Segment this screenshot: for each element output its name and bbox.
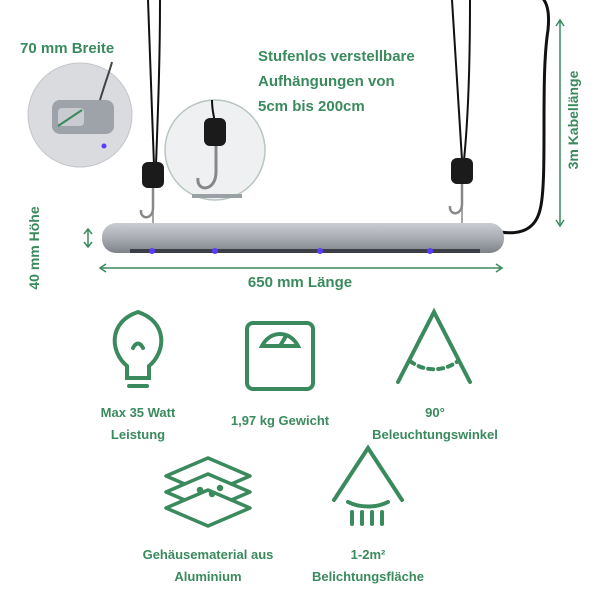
feature-coverage-line-1: 1-2m²: [350, 547, 386, 562]
feature-power-line-1: Max 35 Watt: [100, 405, 176, 420]
feature-weight-line-1: 1,97 kg Gewicht: [230, 413, 330, 428]
feature-power-line-2: Leistung: [110, 427, 166, 442]
ratchet-hanger-right: [448, 158, 473, 224]
scale-icon: [245, 321, 315, 391]
feature-angle-line-2: Beleuchtungswinkel: [372, 427, 498, 442]
feature-coverage-line-2: Belichtungsfläche: [312, 569, 424, 584]
feature-weight: 1,97 kg Gewicht: [210, 410, 350, 432]
feature-power: Max 35 Watt Leistung: [78, 402, 198, 446]
length-label: 650 mm Länge: [247, 274, 353, 291]
lightbulb-icon: [112, 309, 164, 388]
angle-icon: [396, 307, 472, 384]
feature-material: Gehäusematerial aus Aluminium: [128, 544, 288, 588]
feature-material-line-2: Aluminium: [174, 569, 242, 584]
suspension-line-3: 5cm bis 200cm: [258, 98, 365, 115]
width-label: 70 mm Breite: [20, 40, 115, 57]
led-bar: [102, 223, 504, 254]
feature-angle-line-1: 90°: [425, 405, 445, 420]
layers-icon: [164, 456, 252, 528]
height-arrow: [83, 227, 93, 249]
cable-length-arrow: [555, 18, 565, 228]
suspension-line-2: Aufhängungen von: [258, 73, 395, 90]
length-arrow: [98, 263, 504, 273]
feature-angle: 90° Beleuchtungswinkel: [360, 402, 510, 446]
feature-coverage: 1-2m² Belichtungsfläche: [298, 544, 438, 588]
suspension-line-1: Stufenlos verstellbare: [258, 48, 415, 65]
light-cone-icon: [332, 444, 404, 526]
feature-material-line-1: Gehäusematerial aus: [142, 547, 274, 562]
ratchet-hanger-left: [139, 162, 164, 224]
width-inset: [27, 61, 133, 168]
suspension-text: Stufenlos verstellbare Aufhängungen von …: [258, 44, 415, 119]
hook-inset: [164, 99, 266, 201]
